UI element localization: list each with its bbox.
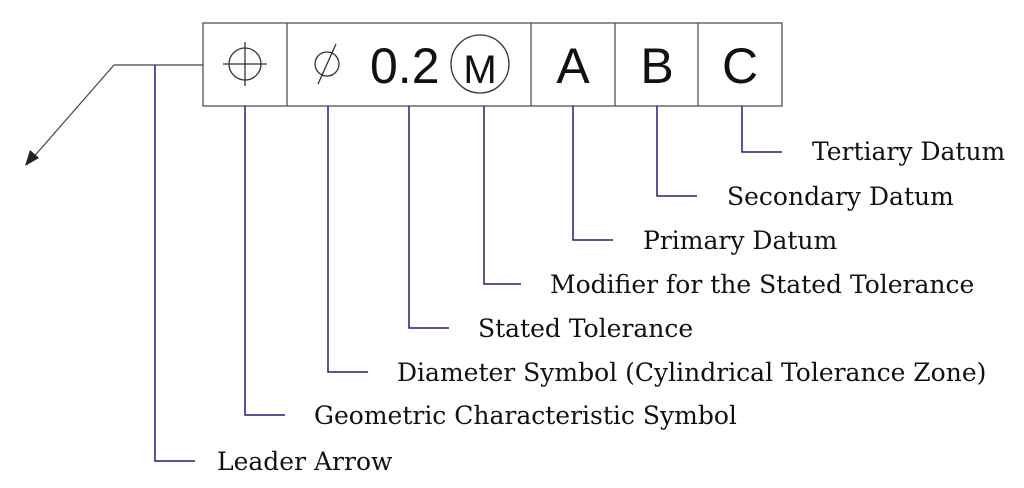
datum-c: C — [722, 38, 758, 94]
label-stated-tolerance: Stated Tolerance — [478, 314, 693, 343]
callout-line-modifier — [483, 106, 521, 285]
label-leader-arrow: Leader Arrow — [217, 447, 393, 476]
modifier-circle: M — [450, 34, 510, 94]
label-modifier: Modifier for the Stated Tolerance — [550, 270, 974, 299]
datum-a: A — [556, 38, 590, 94]
diameter-icon — [314, 43, 340, 85]
callout-line-diameter — [327, 106, 368, 373]
label-diameter-symbol: Diameter Symbol (Cylindrical Tolerance Z… — [397, 358, 986, 387]
callout-line-tolerance — [408, 106, 449, 329]
tolerance-value: 0.2 — [370, 38, 440, 94]
callout-line-secondary — [656, 106, 697, 197]
label-primary-datum: Primary Datum — [643, 226, 837, 255]
label-geometric-characteristic: Geometric Characteristic Symbol — [314, 401, 737, 430]
arrowhead-icon — [25, 150, 39, 166]
datum-b: B — [640, 38, 673, 94]
feature-control-frame: 0.2 M A B C — [202, 22, 783, 107]
label-tertiary-datum: Tertiary Datum — [812, 137, 1006, 166]
callout-labels: Tertiary Datum Secondary Datum Primary D… — [217, 137, 1006, 476]
position-icon — [223, 42, 267, 86]
modifier-letter: M — [463, 48, 496, 92]
label-secondary-datum: Secondary Datum — [727, 182, 954, 211]
callout-lines — [154, 65, 782, 462]
callout-line-leader — [154, 65, 195, 462]
callout-line-primary — [572, 106, 613, 241]
callout-line-geometric — [244, 106, 285, 416]
leader-arrow — [25, 64, 203, 166]
callout-line-tertiary — [741, 106, 782, 153]
